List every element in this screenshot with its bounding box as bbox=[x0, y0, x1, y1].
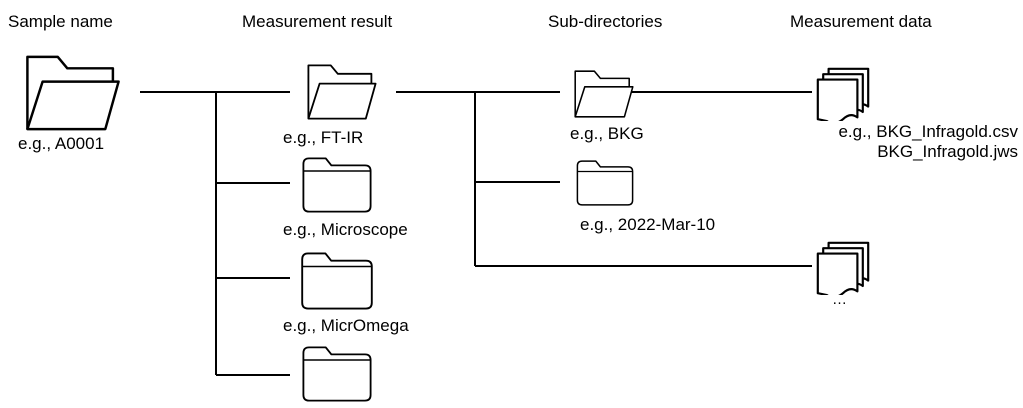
open-folder-icon bbox=[307, 64, 377, 120]
header-measurement-data: Measurement data bbox=[790, 12, 932, 31]
data-file-label-line1: e.g., BKG_Infragold.csv bbox=[838, 122, 1018, 141]
result-label-micromega: e.g., MicrOmega bbox=[283, 316, 409, 335]
result-label-ftir: e.g., FT-IR bbox=[283, 128, 364, 147]
header-sample-name: Sample name bbox=[8, 12, 113, 31]
connector-lines bbox=[140, 91, 812, 376]
folder-icon bbox=[576, 160, 634, 206]
header-sub-directories: Sub-directories bbox=[548, 12, 663, 31]
data-file-label-line2: BKG_Infragold.jws bbox=[877, 142, 1018, 161]
subdir-label-2022: e.g., 2022-Mar-10 bbox=[580, 215, 716, 234]
folder-icon bbox=[302, 157, 372, 213]
folder-icon bbox=[301, 252, 373, 310]
sample-label: e.g., A0001 bbox=[18, 134, 105, 153]
header-measurement-result: Measurement result bbox=[242, 12, 393, 31]
open-folder-icon bbox=[25, 55, 121, 131]
open-folder-icon bbox=[574, 70, 634, 118]
result-label-microscope: e.g., Microscope bbox=[283, 220, 408, 239]
file-stack-icon bbox=[816, 67, 870, 121]
data-file-ellipsis: … bbox=[832, 291, 847, 308]
folder-icon bbox=[302, 346, 372, 402]
subdir-label-bkg: e.g., BKG bbox=[570, 124, 644, 143]
